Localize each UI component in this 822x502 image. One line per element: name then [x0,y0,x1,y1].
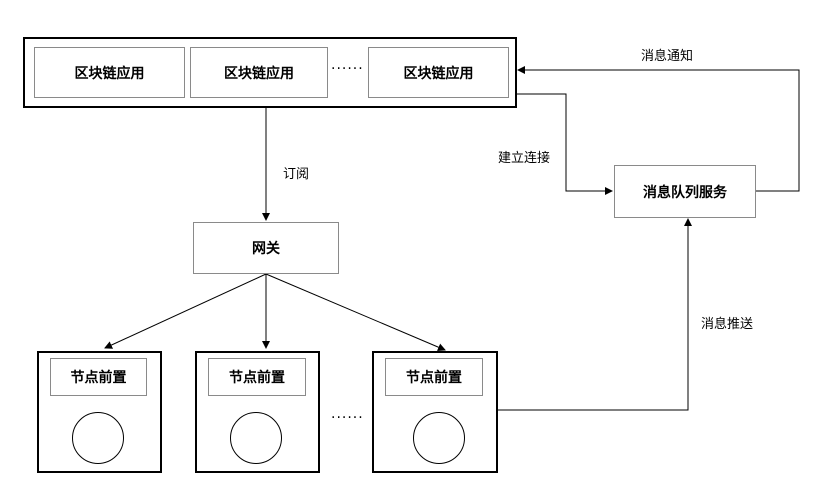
edge-message-notify [517,66,800,192]
node-2-circle-icon [230,412,282,464]
node-1-circle-icon [72,412,124,464]
node-3-circle-icon [413,412,465,464]
edge-gateway-node-1 [104,273,267,349]
nodes-ellipsis: ······ [331,410,364,426]
label-message-push: 消息推送 [701,317,754,332]
apps-ellipsis: ······ [331,61,364,77]
edge-gateway-node-3 [265,273,446,351]
node-3-frontend-label: 节点前置 [406,370,462,386]
label-message-notify: 消息通知 [641,49,694,64]
node-1-frontend-label: 节点前置 [70,370,127,386]
blockchain-app-1[interactable]: 区块链应用 [34,47,185,98]
node-3-frontend[interactable]: 节点前置 [385,358,483,396]
blockchain-app-2[interactable]: 区块链应用 [190,47,328,98]
edge-message-push [497,218,692,411]
gateway-label: 网关 [252,241,280,257]
node-1-frontend[interactable]: 节点前置 [50,358,147,396]
blockchain-app-1-label: 区块链应用 [74,65,145,82]
blockchain-app-2-label: 区块链应用 [224,65,294,82]
node-2-frontend[interactable]: 节点前置 [208,358,306,396]
blockchain-app-3[interactable]: 区块链应用 [368,47,509,98]
message-queue-service-label: 消息队列服务 [643,184,727,201]
label-subscribe: 订阅 [283,167,310,182]
edge-establish-connection [516,93,613,195]
blockchain-app-3-label: 区块链应用 [403,65,474,82]
gateway-box[interactable]: 网关 [193,222,339,274]
message-queue-service-box[interactable]: 消息队列服务 [614,165,756,218]
label-establish-connection: 建立连接 [498,151,551,166]
node-2-frontend-label: 节点前置 [229,370,285,386]
